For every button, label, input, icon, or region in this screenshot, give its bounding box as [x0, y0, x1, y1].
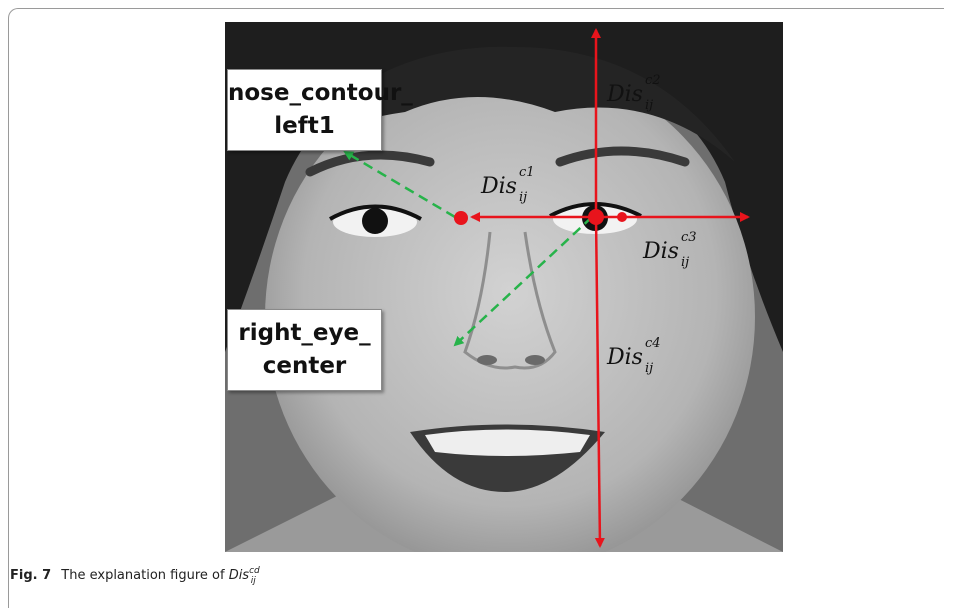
figure-caption: Fig. 7 The explanation figure of Discdij: [10, 568, 265, 583]
dis-label-c4: Dis c4 ij: [607, 345, 643, 370]
dis-label-c2: Dis c2 ij: [607, 82, 643, 107]
caption-sub: ij: [251, 576, 256, 586]
label-right-eye-center: right_eye_ center: [227, 309, 382, 391]
label-eye-line1: right_eye_: [228, 317, 381, 350]
dis-label-c1: Dis c1 ij: [481, 174, 517, 199]
dashed-line-to-nose-label: [345, 152, 455, 217]
dashed-line-to-eye-label: [455, 217, 592, 345]
label-nose-line1: nose_contour_: [228, 77, 381, 110]
caption-label: Fig. 7: [10, 568, 51, 583]
landmark-point-nose: [454, 211, 468, 225]
overlay-arrows: [0, 0, 955, 594]
landmark-point-eye-right: [617, 212, 627, 222]
label-nose-line2: left1: [228, 110, 381, 143]
caption-symbol: Dis: [229, 568, 249, 583]
label-eye-line2: center: [228, 350, 381, 383]
dis-label-c3: Dis c3 ij: [643, 239, 679, 264]
caption-sup: cd: [249, 566, 260, 576]
label-nose-contour-left1: nose_contour_ left1: [227, 69, 382, 151]
arrow-dis-c4: [596, 217, 600, 546]
landmark-point-eye-center: [588, 209, 604, 225]
caption-text: The explanation figure of: [61, 568, 224, 583]
